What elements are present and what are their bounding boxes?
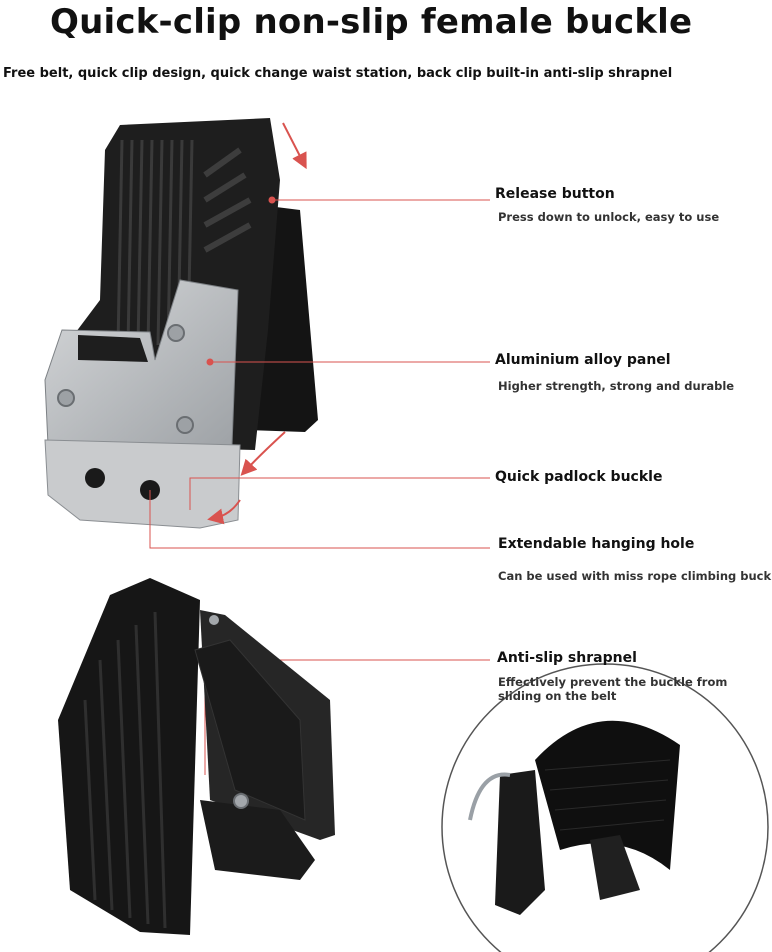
- callout-aluminium-panel-desc: Higher strength, strong and durable: [498, 379, 735, 393]
- buckle-side-view: [58, 578, 335, 935]
- callout-padlock-buckle-title: Quick padlock buckle: [495, 469, 663, 485]
- page-subtitle: Free belt, quick clip design, quick chan…: [3, 66, 673, 81]
- screw-icon: [57, 324, 194, 434]
- callout-anti-slip-title: Anti-slip shrapnel: [497, 650, 637, 666]
- callout-hanging-hole-title: Extendable hanging hole: [498, 536, 695, 552]
- page-title: Quick-clip non-slip female buckle: [50, 2, 693, 42]
- callout-anti-slip-desc: Effectively prevent the buckle from slid…: [498, 675, 728, 703]
- buckle-front-view: [44, 118, 318, 529]
- callout-aluminium-panel-title: Aluminium alloy panel: [495, 352, 671, 368]
- callout-release-button-title: Release button: [495, 186, 615, 202]
- callout-release-button-desc: Press down to unlock, easy to use: [498, 210, 720, 224]
- belt-inset: [441, 663, 769, 952]
- callout-hanging-hole-desc: Can be used with miss rope climbing buck…: [498, 569, 772, 583]
